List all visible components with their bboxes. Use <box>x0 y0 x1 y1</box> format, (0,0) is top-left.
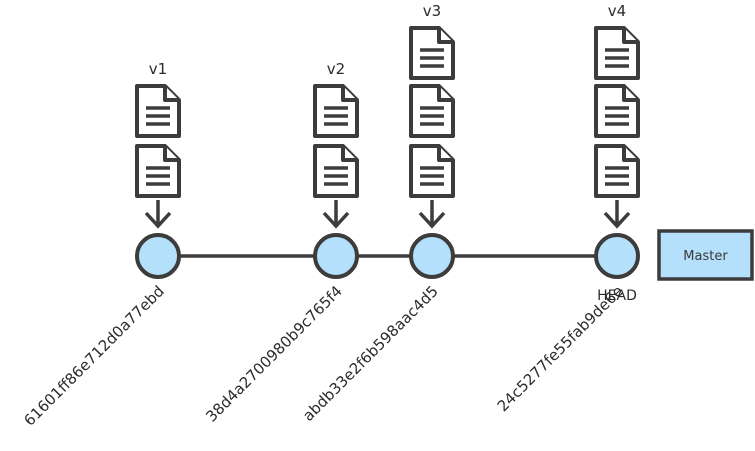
commit-hash-label: 61601ff86e712d0a77ebd <box>20 282 168 430</box>
arrow-down-icon <box>418 200 446 229</box>
file-document-icon <box>409 26 455 80</box>
file-document-icon <box>409 144 455 198</box>
file-document-icon <box>409 84 455 138</box>
file-document-icon <box>313 84 359 138</box>
version-label: v1 <box>149 60 167 78</box>
branch-box[interactable] <box>657 229 754 281</box>
file-document-icon <box>135 84 181 138</box>
file-document-icon <box>313 144 359 198</box>
branch-label: Master <box>683 249 728 264</box>
commit-nodes <box>135 233 640 279</box>
head-label: HEAD <box>597 288 637 304</box>
commit-labels: v161601ff86e712d0a77ebdv238d4a2700980b9c… <box>20 2 627 430</box>
commit-node[interactable] <box>409 233 455 279</box>
version-label: v3 <box>423 2 441 20</box>
commit-node[interactable] <box>313 233 359 279</box>
version-label: v2 <box>327 60 345 78</box>
file-document-icon <box>135 144 181 198</box>
version-label: v4 <box>608 2 626 20</box>
file-stacks <box>135 26 640 229</box>
branch-pointer[interactable]: Master <box>657 229 754 281</box>
file-document-icon <box>594 144 640 198</box>
file-document-icon <box>594 26 640 80</box>
commit-node[interactable] <box>135 233 181 279</box>
commit-node[interactable] <box>594 233 640 279</box>
file-document-icon <box>594 84 640 138</box>
arrow-down-icon <box>322 200 350 229</box>
arrow-down-icon <box>144 200 172 229</box>
arrow-down-icon <box>603 200 631 229</box>
